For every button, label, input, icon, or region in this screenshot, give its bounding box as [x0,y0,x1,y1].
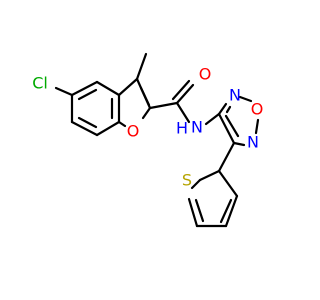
bond [141,106,152,120]
bond [232,141,246,147]
chlorine-label: Cl [32,74,48,93]
bond [139,86,151,107]
bond [70,120,99,137]
furan-oxygen-label: O [127,122,140,141]
bond [135,52,148,81]
bond [117,77,139,97]
bond [225,105,232,114]
bond [217,112,236,145]
bond [217,169,239,198]
atom-labels: Cl O O N H N O N S [32,65,263,190]
bond [187,197,199,228]
bond [77,88,98,101]
bond [171,79,191,101]
bond [204,112,221,126]
bond [77,116,98,129]
bond [224,194,239,228]
bond [95,80,121,97]
amide-nitrogen-label: N [191,118,203,137]
bond [219,198,233,224]
bond [70,80,99,97]
amide-hydrogen-label: H [176,119,188,138]
bond [194,198,205,223]
oxadiazole-nitrogen-top-label: N [229,86,241,105]
bond [175,101,191,124]
bond [95,120,121,137]
molecule-structure: Cl O O N H N O N S [32,52,263,228]
bond [224,114,240,138]
amide-oxygen-label: O [199,65,212,84]
bond [190,178,202,190]
bond [148,101,179,110]
bond [54,86,74,97]
oxadiazole-oxygen-label: O [251,100,264,119]
bond [175,83,195,105]
bonds [54,52,260,228]
oxadiazole-nitrogen-bottom-label: N [247,133,259,152]
molecule-diagram: Cl O O N H N O N S [32,52,263,228]
bond [217,102,228,116]
bond [217,141,236,173]
thiophene-sulfur-label: S [182,171,192,190]
bond [117,120,127,128]
bond [238,95,253,103]
bond [254,118,260,135]
bond [198,169,221,182]
